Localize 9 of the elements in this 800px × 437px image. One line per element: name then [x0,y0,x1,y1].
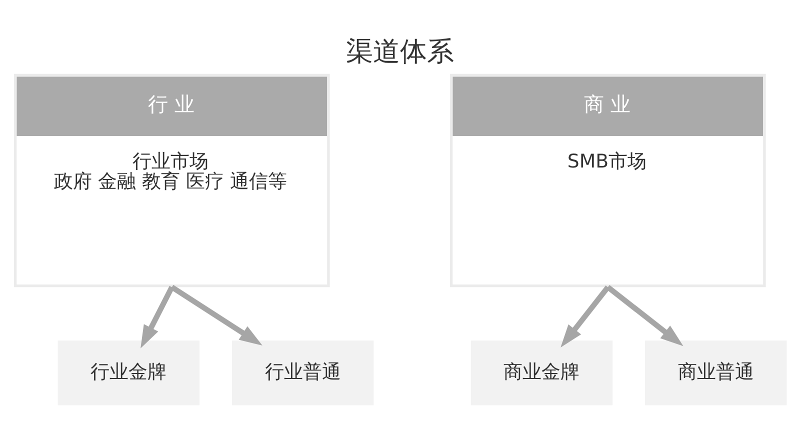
diagram-title: 渠道体系 [346,36,454,67]
arrow [560,285,610,348]
arrow [170,284,262,345]
node-box: 商业普通 [645,340,787,405]
node-box: 行业金牌 [58,340,200,405]
node-box: 行业普通 [232,340,374,405]
arrow [606,284,684,346]
arrow [140,285,174,348]
node-box: 商业金牌 [470,340,613,405]
